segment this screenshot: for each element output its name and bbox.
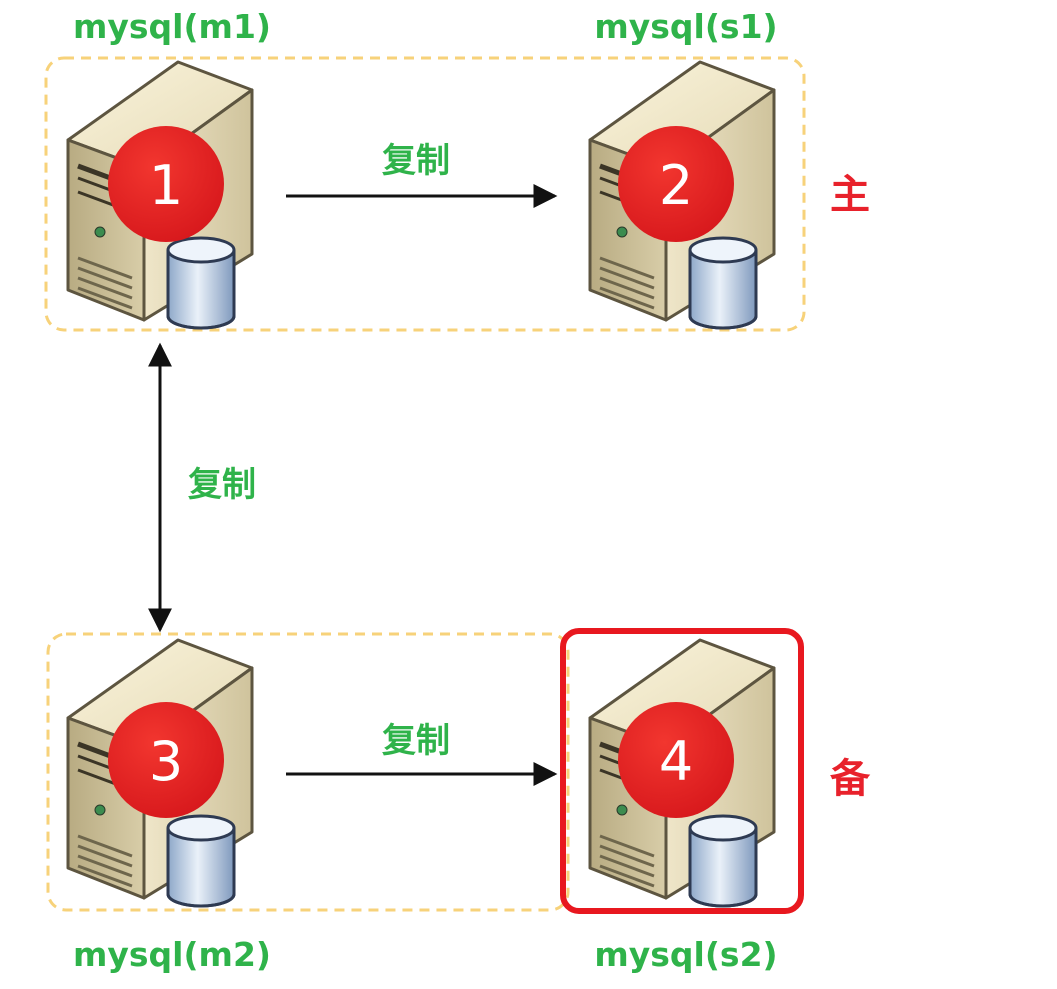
group-label-primary: 主 [830,172,870,218]
group-standby-box [46,632,570,912]
node-label-s1: mysql(s1) [594,7,777,46]
edge-label-m1-s1: 复制 [382,141,450,181]
node-label-m1: mysql(m1) [73,7,271,46]
node-badge-1: 1 [108,126,224,242]
node-badge-3: 3 [108,702,224,818]
node-label-s2: mysql(s2) [594,935,777,974]
node-s2-highlight-box [560,628,804,914]
badge-number: 4 [659,730,693,793]
badge-number: 2 [659,154,693,217]
edge-label-m2-s2: 复制 [382,721,450,761]
badge-number: 3 [149,730,183,793]
badge-number: 1 [149,154,183,217]
node-badge-4: 4 [618,702,734,818]
edge-label-m1-m2: 复制 [188,465,256,505]
group-label-standby: 备 [830,756,871,802]
group-primary-box [44,56,806,332]
node-badge-2: 2 [618,126,734,242]
node-label-m2: mysql(m2) [73,935,271,974]
